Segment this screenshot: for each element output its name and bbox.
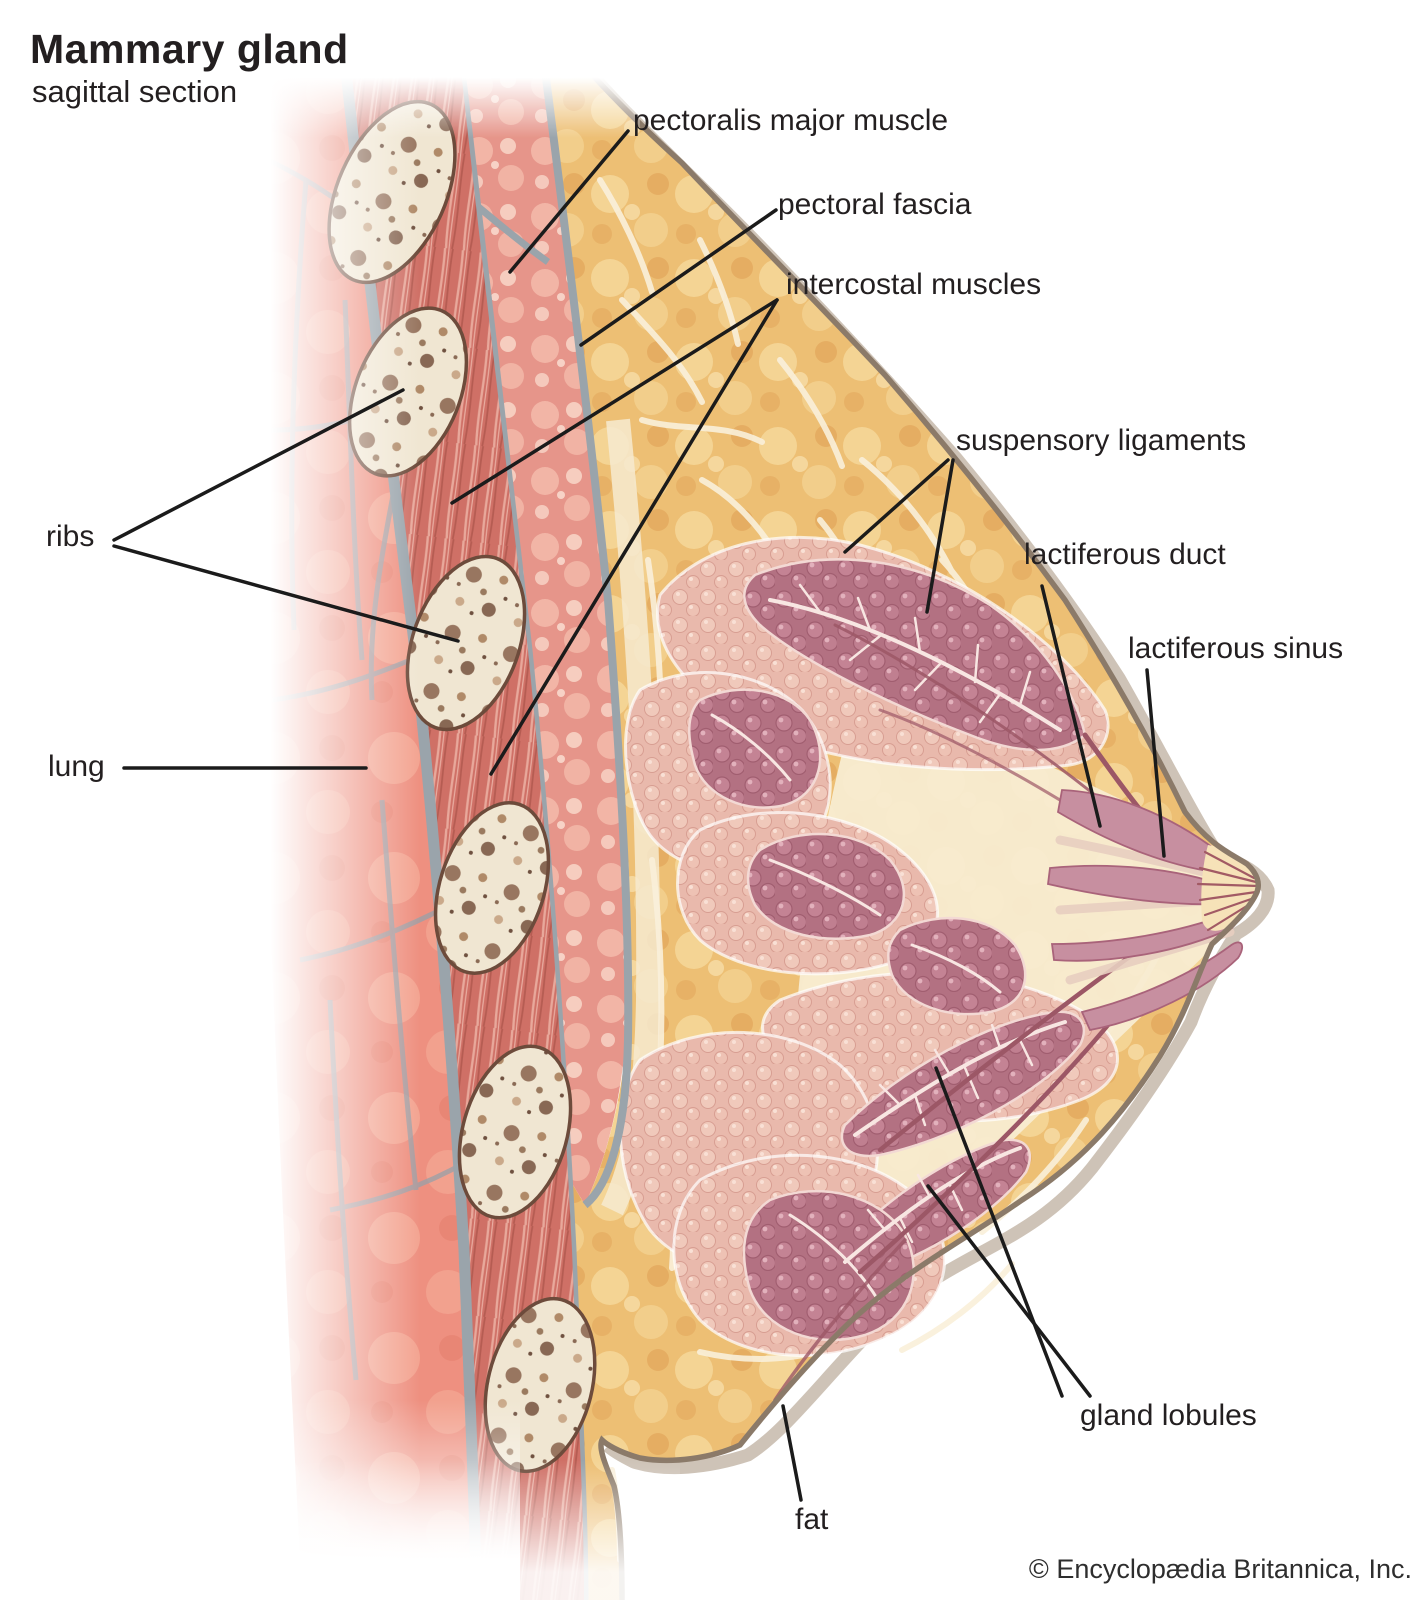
label-lactiferous-duct: lactiferous duct xyxy=(1024,538,1226,571)
leader-ribs-2 xyxy=(112,544,460,643)
leader-pectoralis-major xyxy=(508,129,630,274)
label-suspensory-ligaments: suspensory ligaments xyxy=(956,424,1247,457)
pectoralis-major-shape xyxy=(455,62,629,1205)
label-fat: fat xyxy=(795,1503,829,1536)
label-pectoralis-major-muscle: pectoralis major muscle xyxy=(633,104,949,137)
leader-intercostal-2 xyxy=(489,298,779,776)
figure-subtitle: sagittal section xyxy=(32,74,238,109)
leader-fat xyxy=(781,1404,803,1502)
leader-gland-lobules-2 xyxy=(926,1184,1092,1398)
figure-title: Mammary gland xyxy=(30,26,349,72)
leader-pectoral-fascia xyxy=(579,208,778,347)
leader-intercostal-1 xyxy=(450,298,779,505)
label-intercostal-muscles: intercostal muscles xyxy=(786,268,1042,301)
label-lung: lung xyxy=(48,750,105,783)
copyright-credit: © Encyclopædia Britannica, Inc. xyxy=(1028,1554,1412,1584)
label-ribs: ribs xyxy=(46,520,95,553)
leader-lines xyxy=(112,129,1166,1502)
leader-gland-lobules-1 xyxy=(934,1066,1064,1398)
gland-tissue xyxy=(618,535,1260,1402)
nipple xyxy=(1196,845,1260,932)
edge-fades xyxy=(190,28,680,1600)
label-pectoral-fascia: pectoral fascia xyxy=(778,188,972,221)
leader-suspensory-2 xyxy=(925,458,955,614)
leader-suspensory-1 xyxy=(843,458,950,554)
label-gland-lobules: gland lobules xyxy=(1080,1399,1257,1432)
skin-outline xyxy=(572,53,1261,1600)
pectoral-fascia-line xyxy=(541,69,633,1209)
leader-lactiferous-sinus xyxy=(1145,668,1166,858)
leader-lactiferous-duct xyxy=(1040,584,1102,828)
label-lactiferous-sinus: lactiferous sinus xyxy=(1128,632,1344,665)
leader-ribs-1 xyxy=(112,388,405,542)
